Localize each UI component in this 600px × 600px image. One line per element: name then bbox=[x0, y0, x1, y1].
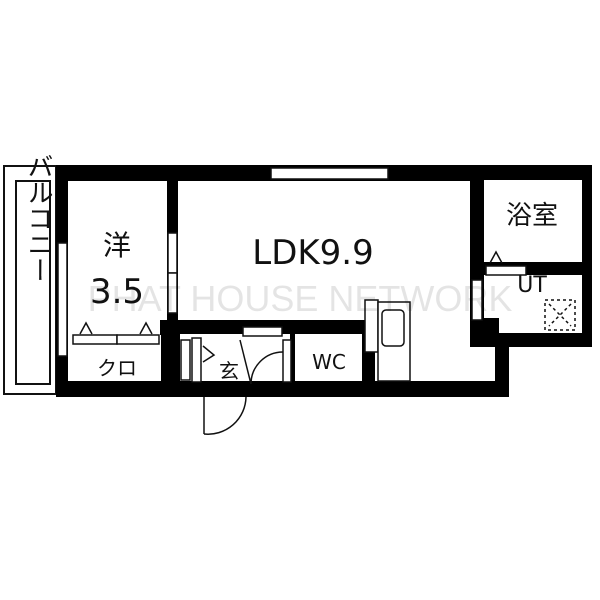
toilet-room bbox=[296, 335, 361, 381]
bath-label: 浴室 bbox=[506, 201, 558, 231]
entrance-label: 玄 bbox=[219, 359, 239, 383]
toilet-label: WC bbox=[312, 350, 346, 374]
ldk-label: LDK9.9 bbox=[252, 233, 374, 273]
balcony bbox=[3, 165, 57, 395]
balcony-label: バルコニー bbox=[23, 153, 53, 283]
watermark: PHAT HOUSE NETWORK bbox=[88, 278, 513, 319]
closet bbox=[69, 321, 161, 381]
utility-label: UT bbox=[517, 273, 547, 298]
sliding-door bbox=[167, 232, 178, 314]
kitchen-counter bbox=[364, 299, 411, 382]
washing-machine-space bbox=[544, 299, 576, 331]
western-room-size: 3.5 bbox=[90, 272, 144, 312]
western-room-label: 洋 bbox=[103, 229, 131, 262]
closet-label: クロ bbox=[97, 356, 137, 380]
bath-door bbox=[485, 250, 527, 276]
entrance bbox=[180, 326, 292, 435]
windows bbox=[57, 167, 483, 357]
